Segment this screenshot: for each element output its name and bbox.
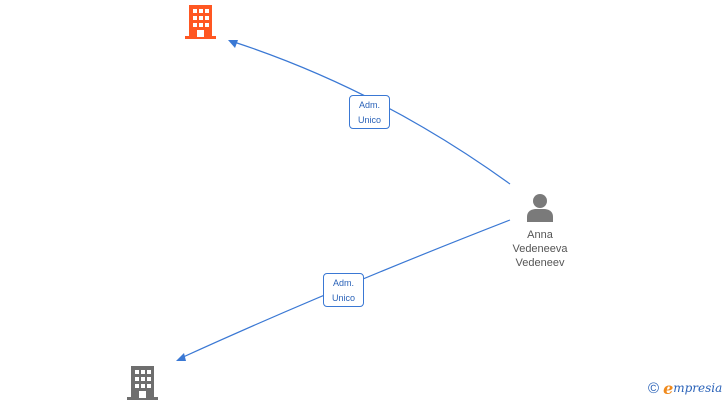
building-icon[interactable] (127, 366, 158, 400)
edge-label-type: Unico (357, 115, 381, 125)
edge-label-type: Unico (331, 293, 355, 303)
person-name-line: Vedeneeva (512, 243, 568, 255)
person-icon[interactable] (526, 193, 554, 223)
edge-label-role: Adm. (332, 278, 354, 288)
copyright-icon: © (648, 379, 660, 397)
person-name-line: Vedeneev (515, 257, 565, 269)
arrow-head-icon (176, 353, 186, 361)
person-name-line: Anna (527, 229, 553, 241)
edge-label-role: Adm. (358, 100, 380, 110)
building-icon[interactable] (185, 5, 216, 39)
edge-label-top[interactable]: Adm. Unico (349, 95, 390, 129)
arrow-head-icon (228, 40, 238, 48)
brand-logo-text: mpresia (673, 381, 723, 395)
brand-logo-letter: e (663, 378, 674, 398)
edge-label-bottom[interactable]: Adm. Unico (323, 273, 364, 307)
person-name-label[interactable]: Anna Vedeneeva Vedeneev (496, 228, 584, 270)
brand-watermark: © e mpresia (648, 378, 722, 398)
